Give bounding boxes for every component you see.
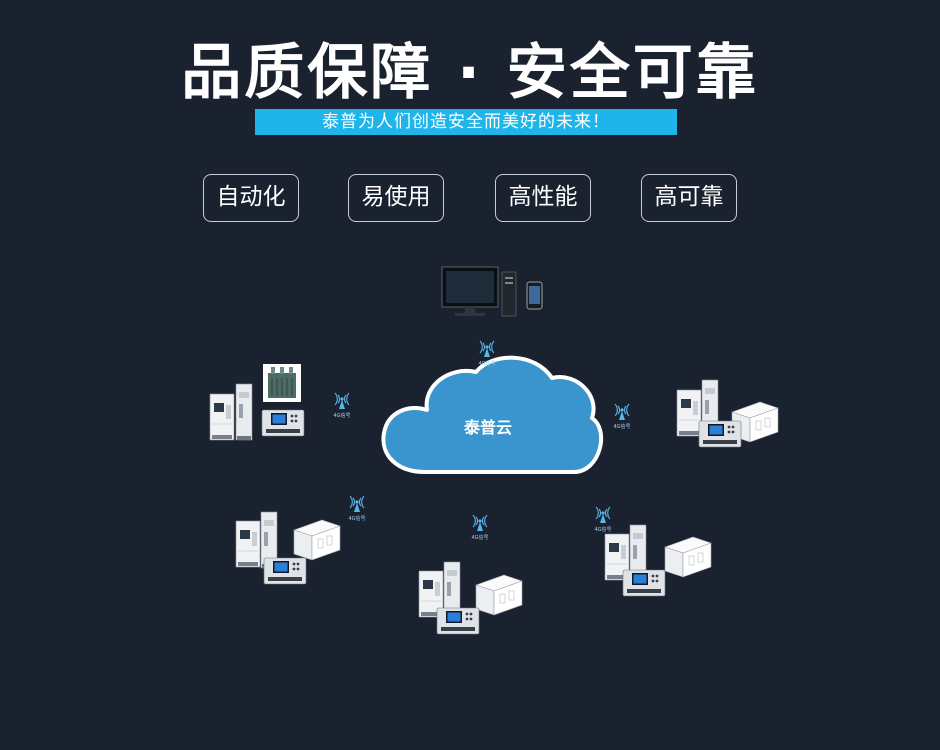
power-cabinet-icon [235,383,253,441]
substation-box-icon [664,536,712,578]
page-title: 品质保障 · 安全可靠 [181,38,759,108]
signal-tower-icon: 4G信号 [478,340,496,367]
signal-tower-icon: 4G信号 [348,495,366,522]
slogan-banner: 泰普为人们创造安全而美好的未来！ [255,109,677,135]
power-cabinet-icon [209,393,235,441]
controller-panel-icon [263,557,307,585]
transformer-icon [262,363,302,403]
substation-box-icon [475,574,523,616]
controller-panel-icon [698,420,742,448]
feature-high-reliability: 高可靠 [641,174,737,222]
equipment-site-lower-center [418,561,523,635]
cloud-label: 泰普云 [463,418,512,437]
equipment-site-upper-left [209,363,305,441]
controller-panel-icon [261,409,305,437]
equipment-site-lower-left [235,511,341,585]
signal-tower-icon: 4G信号 [471,514,489,541]
signal-tower-icon: 4G信号 [613,403,631,430]
equipment-site-lower-right [604,524,712,597]
feature-easy-to-use: 易使用 [348,174,444,222]
signal-label: 4G信号 [613,423,630,430]
signal-label: 4G信号 [478,360,495,367]
signal-label: 4G信号 [471,534,488,541]
feature-automation: 自动化 [203,174,299,222]
signal-tower-icon: 4G信号 [594,506,612,533]
power-cabinet-icon [235,520,261,568]
desktop-computer-icon [441,266,517,317]
controller-panel-icon [436,607,480,635]
signal-tower-icon: 4G信号 [333,392,351,419]
signal-label: 4G信号 [594,526,611,533]
smartphone-icon [526,281,543,310]
signal-label: 4G信号 [333,412,350,419]
feature-high-performance: 高性能 [495,174,591,222]
signal-label: 4G信号 [348,515,365,522]
controller-panel-icon [622,569,666,597]
substation-box-icon [293,519,341,561]
power-cabinet-icon [676,389,702,437]
equipment-site-upper-right [676,379,779,448]
cloud-icon [381,355,603,474]
